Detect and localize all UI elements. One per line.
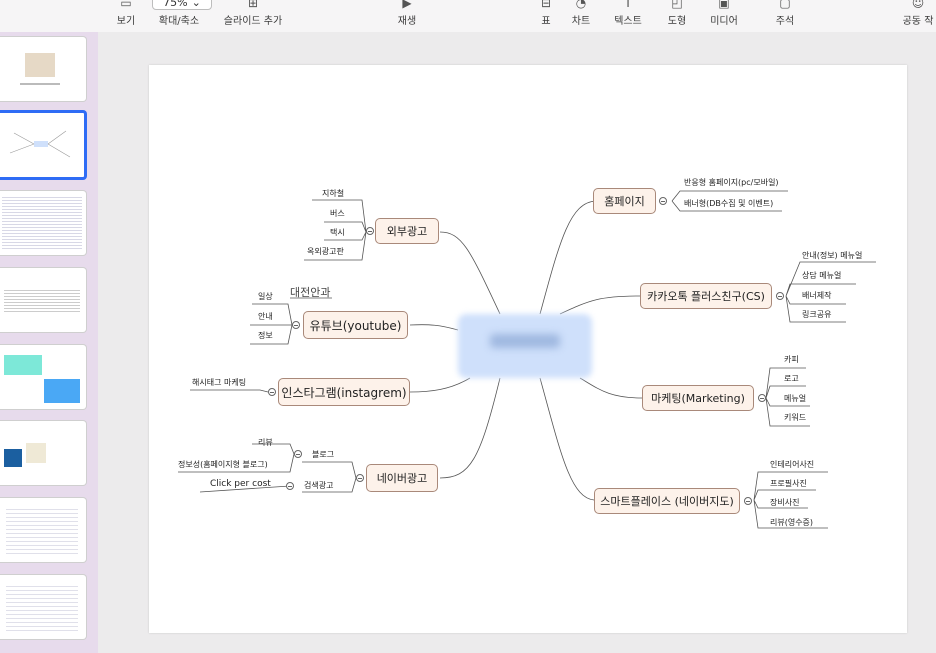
thumbnail-text-lines [2,195,82,251]
text-button[interactable]: T 텍스트 [610,0,646,32]
zoom-button[interactable]: 확대/축소 [158,16,200,27]
leaf-taxi[interactable]: 택시 [330,228,345,237]
sub-branch-search-ads[interactable]: 검색광고 [304,481,334,490]
leaf-equipment-photo[interactable]: 장비사진 [770,498,800,507]
thumbnail-caption [20,83,60,85]
thumbnail-mindmap [9,130,71,158]
leaf-copy[interactable]: 카피 [784,355,799,364]
sub-branch-blog[interactable]: 블로그 [312,450,335,459]
leaf-guide[interactable]: 안내 [258,312,273,321]
branch-youtube[interactable]: 유튜브(youtube) [303,311,408,339]
branch-naver-ads[interactable]: 네이버광고 [366,464,438,492]
shape-icon: ◰ [671,0,683,10]
leaf-consult-manual[interactable]: 상담 메뉴얼 [802,271,842,280]
play-icon: ▶ [402,0,412,10]
branch-kakaotalk-plusfriend[interactable]: 카카오톡 플러스친구(CS) [640,283,772,309]
slide-thumbnail-4[interactable] [0,267,87,333]
text-icon: T [624,0,632,10]
leaf-subway[interactable]: 지하철 [322,189,345,198]
zoom-select[interactable]: 75% ⌄ [152,0,212,10]
view-button[interactable]: ▭ 보기 [114,0,138,32]
thumbnail-block [44,379,80,403]
collapse-toggle-icon[interactable] [366,227,374,235]
leaf-manual[interactable]: 메뉴얼 [784,394,807,403]
thumbnail-block [4,355,42,375]
shape-button[interactable]: ◰ 도형 [662,0,692,32]
collapse-toggle-icon[interactable] [294,450,302,458]
leaf-banner-db[interactable]: 배너형(DB수집 및 이벤트) [684,199,774,208]
thumbnail-text-lines [6,583,78,633]
leaf-profile-photo[interactable]: 프로필사진 [770,479,807,488]
play-button[interactable]: ▶ 재생 [392,0,422,32]
collapse-toggle-icon[interactable] [776,292,784,300]
branch-homepage[interactable]: 홈페이지 [593,188,656,214]
thumbnail-image [25,53,55,77]
slide-thumbnail-8[interactable] [0,574,87,640]
slide-thumbnail-1[interactable] [0,36,87,102]
collaborate-icon: ☺ [911,0,925,10]
media-button[interactable]: ▣ 미디어 [706,0,742,32]
branch-note-daejeon-eye[interactable]: 대전안과 [290,286,331,299]
slide-thumbnail-3[interactable] [0,190,87,256]
thumbnail-image [26,443,46,463]
collapse-toggle-icon[interactable] [659,197,667,205]
leaf-banner-production[interactable]: 배너제작 [802,291,832,300]
slide-navigator [0,32,99,653]
mindmap-center-label-blurred [490,334,560,348]
slide-thumbnail-2[interactable] [0,110,87,180]
comment-button[interactable]: ▢ 주석 [770,0,800,32]
add-slide-button[interactable]: ⊞ 슬라이드 추가 [220,0,286,32]
leaf-daily[interactable]: 일상 [258,292,273,301]
leaf-info[interactable]: 정보 [258,331,273,340]
leaf-logo[interactable]: 로고 [784,374,799,383]
toolbar: ▭ 보기 75% ⌄ 확대/축소 ⊞ 슬라이드 추가 ▶ 재생 ⊟ 표 ◔ 차트… [0,0,936,33]
leaf-bus[interactable]: 버스 [330,209,345,218]
branch-outdoor-ads[interactable]: 외부광고 [375,218,439,244]
leaf-keyword[interactable]: 키워드 [784,413,807,422]
thumbnail-text-lines [4,288,80,312]
comment-icon: ▢ [779,0,791,10]
view-icon: ▭ [120,0,132,10]
leaf-link-share[interactable]: 링크공유 [802,310,832,319]
leaf-info-blog[interactable]: 정보성(홈페이지형 블로그) [178,460,268,469]
table-icon: ⊟ [540,0,552,10]
slide-thumbnail-6[interactable] [0,420,87,486]
collapse-toggle-icon[interactable] [356,474,364,482]
collapse-toggle-icon[interactable] [268,388,276,396]
leaf-billboard[interactable]: 옥외광고판 [307,247,344,256]
collapse-toggle-icon[interactable] [292,321,300,329]
table-button[interactable]: ⊟ 표 [536,0,556,32]
slide-thumbnail-5[interactable] [0,344,87,410]
leaf-interior-photo[interactable]: 인테리어사진 [770,460,815,469]
thumbnail-text-lines [6,506,78,556]
collapse-toggle-icon[interactable] [286,482,294,490]
leaf-click-per-cost[interactable]: Click per cost [210,479,271,489]
branch-smartplace[interactable]: 스마트플레이스 (네이버지도) [594,488,740,514]
branch-marketing[interactable]: 마케팅(Marketing) [642,385,754,411]
collaborate-button[interactable]: ☺ 공동 작 [900,0,936,32]
slide-thumbnail-7[interactable] [0,497,87,563]
leaf-info-manual[interactable]: 안내(정보) 메뉴얼 [802,251,863,260]
chart-button[interactable]: ◔ 차트 [566,0,596,32]
add-slide-icon: ⊞ [247,0,259,10]
leaf-responsive-homepage[interactable]: 반응형 홈페이지(pc/모바일) [684,178,779,187]
chevron-down-icon: ⌄ [191,0,201,9]
branch-instagram[interactable]: 인스타그램(instagrem) [278,378,410,406]
media-icon: ▣ [718,0,730,10]
leaf-hashtag-marketing[interactable]: 해시태그 마케팅 [192,378,247,387]
collapse-toggle-icon[interactable] [758,394,766,402]
thumbnail-image [4,449,22,467]
leaf-review-receipt[interactable]: 리뷰(영수증) [770,518,814,527]
chart-icon: ◔ [575,0,587,10]
collapse-toggle-icon[interactable] [744,497,752,505]
leaf-review[interactable]: 리뷰 [258,438,273,447]
